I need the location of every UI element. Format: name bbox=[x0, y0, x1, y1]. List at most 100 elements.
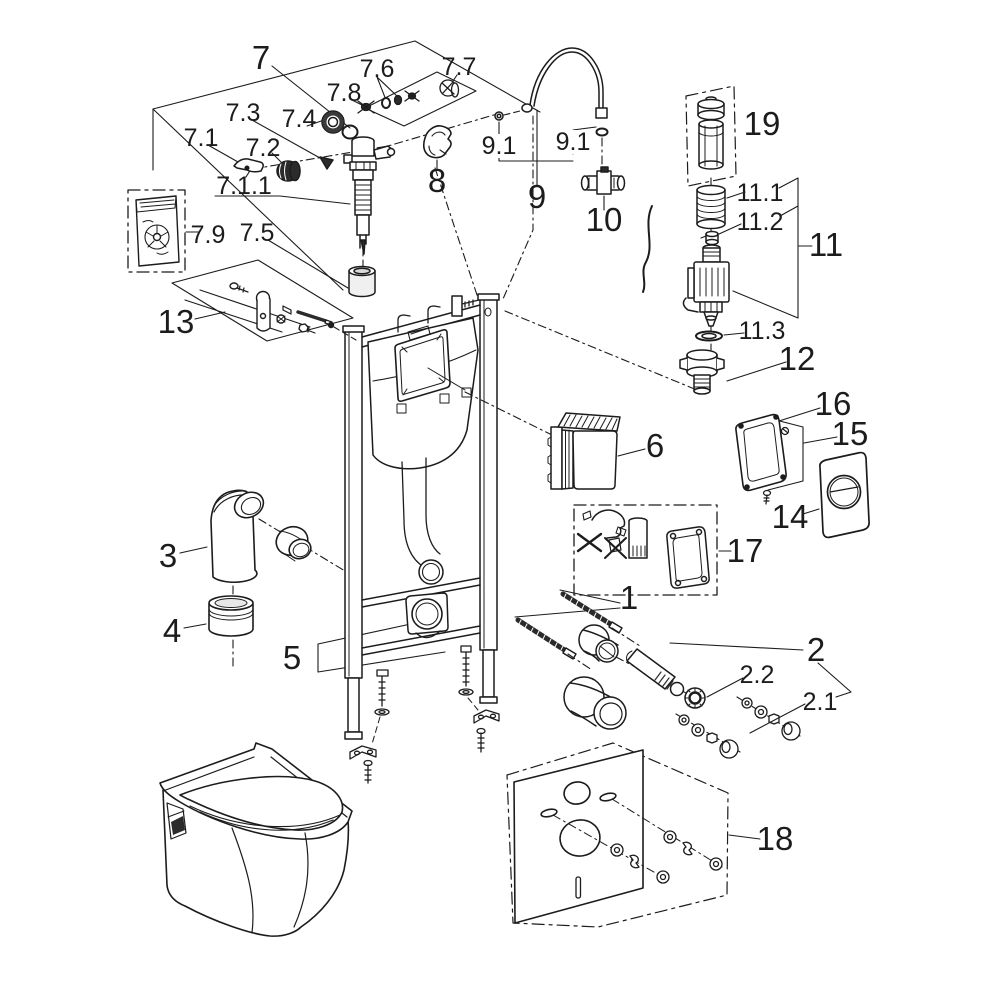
part-label-11-3: 11.3 bbox=[739, 317, 786, 345]
flush-valve-body bbox=[682, 244, 730, 327]
nut-9-1a bbox=[494, 111, 504, 121]
part-label-2-2: 2.2 bbox=[740, 661, 775, 689]
brand-tag bbox=[166, 802, 187, 840]
fill-valve-kit-11 bbox=[642, 177, 813, 351]
washer-9-1b bbox=[595, 127, 609, 137]
part-label-7-1: 7.1 bbox=[184, 124, 219, 152]
screw bbox=[762, 426, 790, 505]
part-label-3: 3 bbox=[159, 537, 177, 574]
cistern-opening bbox=[394, 329, 451, 402]
star-washer-7-8 bbox=[357, 100, 375, 114]
part-label-7: 7 bbox=[252, 39, 270, 76]
left-foot-anchor bbox=[349, 669, 390, 784]
fill-valve-7 bbox=[233, 110, 396, 298]
flush-pipe-set-2 bbox=[563, 624, 852, 759]
canister bbox=[628, 517, 648, 559]
fastener-row bbox=[678, 714, 739, 759]
flush-button bbox=[826, 474, 862, 510]
part-label-11-2: 11.2 bbox=[737, 208, 784, 236]
part-label-18: 18 bbox=[757, 820, 794, 857]
seal-sleeve-7-5 bbox=[348, 265, 376, 298]
pipe bbox=[626, 648, 685, 697]
disc-7-4 bbox=[321, 110, 345, 134]
crossed-paddle bbox=[608, 537, 622, 553]
sleeve bbox=[578, 624, 619, 663]
rod bbox=[515, 617, 577, 660]
x-mark-1 bbox=[576, 532, 603, 553]
part-label-14: 14 bbox=[772, 498, 809, 535]
rod bbox=[560, 591, 623, 634]
fastener-row bbox=[741, 697, 801, 741]
protective-box-6 bbox=[464, 391, 646, 490]
seal-ring bbox=[275, 525, 312, 562]
part-label-6: 6 bbox=[646, 427, 664, 464]
part-label-4: 4 bbox=[163, 612, 181, 649]
part-label-2-1: 2.1 bbox=[803, 688, 838, 716]
part-label-11: 11 bbox=[809, 226, 843, 263]
seal-11-3 bbox=[695, 330, 723, 342]
part-label-9-1a: 9.1 bbox=[482, 132, 517, 160]
part-label-7-8: 7.8 bbox=[327, 79, 362, 107]
part-label-17: 17 bbox=[727, 532, 764, 569]
flush-bend-3-4 bbox=[179, 489, 346, 668]
cone-7-3 bbox=[319, 156, 334, 170]
part-label-8: 8 bbox=[428, 162, 446, 199]
drain-clamp-plate bbox=[405, 592, 449, 639]
threaded-ring-2-2 bbox=[684, 687, 706, 709]
knob-7-2 bbox=[276, 160, 301, 182]
part-label-13: 13 bbox=[158, 303, 195, 340]
part-label-11-1: 11.1 bbox=[737, 179, 784, 207]
part-label-9: 9 bbox=[528, 178, 546, 215]
gasket-frame bbox=[666, 526, 710, 589]
frame-5 bbox=[317, 293, 500, 784]
part-label-7-7: 7.7 bbox=[442, 53, 477, 81]
fastener-set-7-6 bbox=[357, 79, 460, 114]
star-washer bbox=[276, 314, 286, 324]
part-label-7-5: 7.5 bbox=[240, 219, 275, 247]
flush-plate-14 bbox=[802, 451, 870, 539]
part-label-7-6: 7.6 bbox=[360, 55, 395, 83]
knob-7-7 bbox=[439, 79, 460, 98]
threaded-shaft bbox=[354, 179, 372, 255]
float-cup-19 bbox=[685, 85, 737, 187]
spare-kit-7-9 bbox=[127, 189, 200, 273]
o-ring bbox=[341, 124, 359, 140]
outlet-fitting-12 bbox=[504, 310, 787, 395]
x-mark-2 bbox=[604, 537, 627, 559]
bracket-kit-13 bbox=[171, 259, 357, 342]
part-label-10: 10 bbox=[586, 201, 623, 238]
star-washer-2 bbox=[404, 90, 420, 102]
part-label-12: 12 bbox=[779, 340, 816, 377]
part-label-19: 19 bbox=[744, 105, 781, 142]
part-label-15: 15 bbox=[832, 415, 869, 452]
connector-4 bbox=[208, 595, 254, 637]
lever-7-1 bbox=[233, 158, 264, 173]
part-labels: 7 7.6 7.7 7.8 7.3 7.4 7.1 7.2 7.1.1 8 9.… bbox=[158, 39, 869, 857]
part-label-1: 1 bbox=[620, 579, 638, 616]
part-label-7-9: 7.9 bbox=[191, 221, 226, 249]
part-label-5: 5 bbox=[283, 639, 301, 676]
part-label-2: 2 bbox=[807, 631, 825, 668]
part-label-9-1b: 9.1 bbox=[556, 128, 591, 156]
service-kit-17 bbox=[573, 504, 732, 596]
elbow-3 bbox=[210, 489, 265, 584]
gasket-plate-16 bbox=[735, 407, 838, 505]
insulation-fasteners bbox=[610, 830, 723, 884]
part-label-7-1-1: 7.1.1 bbox=[216, 172, 272, 200]
inlet-hose-9 bbox=[494, 47, 626, 211]
wall-bracket bbox=[255, 290, 271, 332]
fitting-11-2 bbox=[700, 230, 719, 246]
inlet-tube-11-1 bbox=[696, 184, 726, 230]
part-label-7-4: 7.4 bbox=[282, 105, 317, 133]
actuator-wire bbox=[642, 205, 653, 293]
part-label-16: 16 bbox=[815, 385, 852, 422]
threaded-rods-1 bbox=[514, 589, 641, 671]
flanged-sleeve bbox=[563, 676, 627, 730]
angle-valve-10 bbox=[580, 166, 626, 211]
hex-bolt bbox=[298, 323, 316, 334]
part-label-7-2: 7.2 bbox=[246, 134, 281, 162]
mounting-clamp-8 bbox=[422, 125, 452, 171]
toilet-bowl bbox=[159, 742, 353, 937]
